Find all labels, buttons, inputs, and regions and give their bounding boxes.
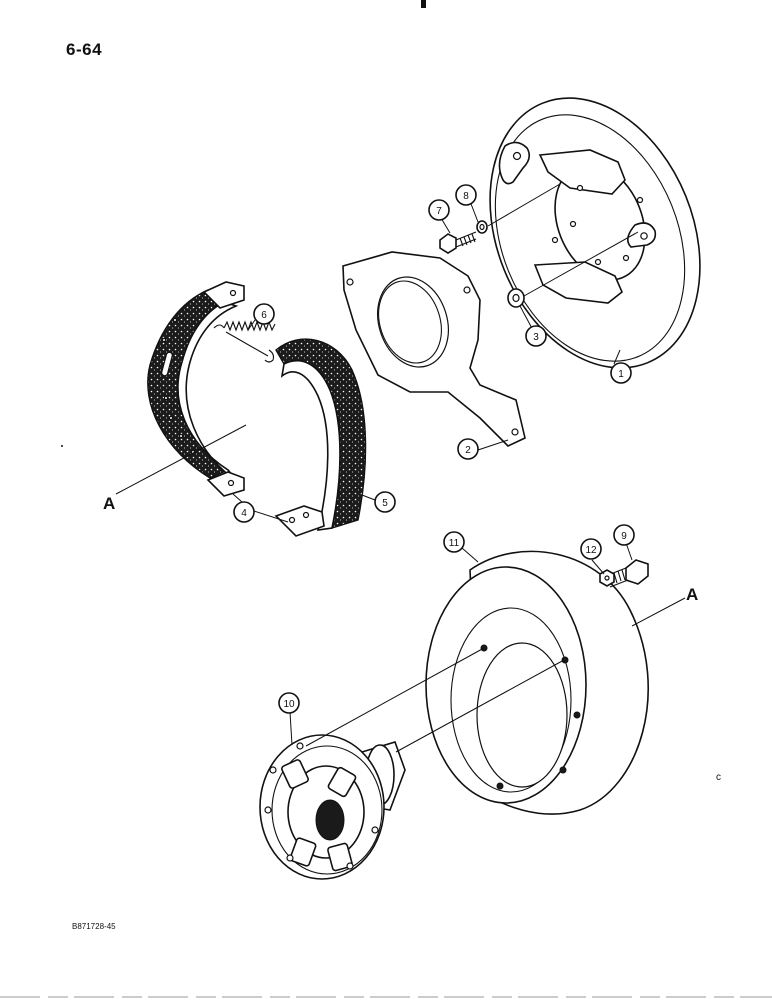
lock-washer <box>476 220 488 234</box>
brake-shoe-right <box>274 338 367 537</box>
mounting-bracket <box>342 251 526 447</box>
svg-text:4: 4 <box>241 508 247 519</box>
page-number: 6-64 <box>66 40 103 59</box>
svg-text:2: 2 <box>465 445 471 456</box>
svg-text:7: 7 <box>436 206 442 217</box>
brake-shoe-left <box>147 281 245 497</box>
drive-hub <box>259 734 406 880</box>
callout-10: 10 <box>278 692 300 714</box>
backing-plate <box>489 97 701 369</box>
washer <box>507 288 525 308</box>
callout-9: 9 <box>613 524 635 546</box>
bolt <box>439 231 477 254</box>
svg-text:9: 9 <box>621 531 627 542</box>
svg-text:12: 12 <box>585 545 597 556</box>
callout-3: 3 <box>525 325 547 347</box>
svg-text:3: 3 <box>533 332 539 343</box>
brake-drum <box>425 550 649 815</box>
reference-label-left: A <box>103 494 115 513</box>
callout-2: 2 <box>457 438 479 460</box>
callout-11: 11 <box>443 531 465 553</box>
svg-text:5: 5 <box>382 498 388 509</box>
callout-8: 8 <box>455 184 477 206</box>
callout-4: 4 <box>233 501 255 523</box>
callout-12: 12 <box>580 538 602 560</box>
callout-7: 7 <box>428 199 450 221</box>
svg-text:11: 11 <box>449 538 460 549</box>
return-spring <box>213 320 276 363</box>
svg-text:8: 8 <box>463 191 469 202</box>
svg-text:10: 10 <box>283 699 295 710</box>
callout-5: 5 <box>374 491 396 513</box>
callout-1: 1 <box>610 362 632 384</box>
edge-mark: c <box>716 772 721 783</box>
callout-6: 6 <box>253 303 275 325</box>
drum-bolt <box>607 559 649 588</box>
figure-code: B871728-45 <box>72 922 116 931</box>
svg-text:1: 1 <box>618 369 624 380</box>
svg-text:6: 6 <box>261 310 267 321</box>
reference-label-right: A <box>686 585 698 604</box>
